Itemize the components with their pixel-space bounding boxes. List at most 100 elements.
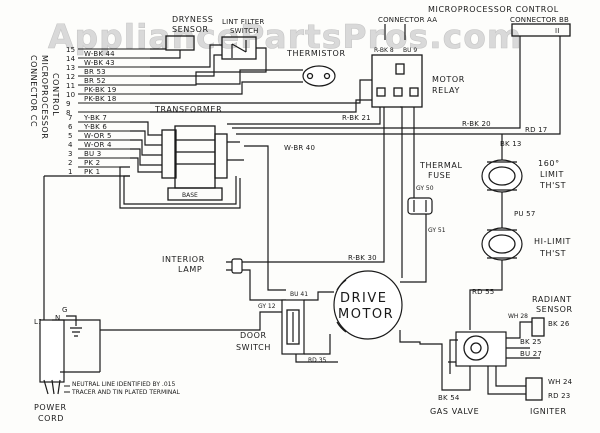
- motor-relay-label: MOTOR: [432, 75, 465, 84]
- wire-bu-27: BU 27: [520, 350, 542, 358]
- gas-valve-assembly: RADIANT SENSOR WH 28 BK 26 BK 25 BU 27 B…: [399, 295, 573, 416]
- wire-wh-24: WH 24: [548, 378, 573, 386]
- wire-pu-57: PU 57: [514, 210, 535, 218]
- connector-cc-low-pins: 7 6 5 4 3 2 1 Y-BK 7 Y-BK 6 W-OR 5 W-OR …: [68, 114, 130, 177]
- thermal-fuse: THERMAL FUSE GY 50 GY 51: [407, 107, 463, 250]
- gas-valve-label: GAS VALVE: [430, 407, 479, 416]
- wire-br-52: BR 52: [84, 77, 106, 85]
- pin-2: 2: [68, 159, 73, 167]
- watermark: AppliancePartsPros.com: [48, 17, 522, 56]
- wire-w-or-5: W-OR 5: [84, 132, 112, 140]
- igniter-label: IGNITER: [530, 407, 567, 416]
- lint-filter-switch-label: LINT FILTER: [222, 18, 265, 26]
- hi-limit-label-2: TH'ST: [539, 249, 566, 258]
- dryness-sensor-label-2: SENSOR: [172, 25, 209, 34]
- power-cord-label: POWER: [34, 403, 67, 412]
- wire-y-bk-7: Y-BK 7: [83, 114, 107, 122]
- wire-wh-28: WH 28: [508, 313, 528, 320]
- interior-lamp: INTERIOR LAMP R-BK 30: [162, 107, 385, 301]
- connector-aa-label: CONNECTOR AA: [378, 16, 437, 24]
- radiant-sensor-label: RADIANT: [532, 295, 572, 304]
- wire-r-bk-21: R-BK 21: [342, 114, 371, 122]
- wire-rd-35: RD 35: [308, 357, 327, 364]
- radiant-sensor-label-2: SENSOR: [536, 305, 573, 314]
- limit-thermostat-160: BK 13 160° LIMIT TH'ST PU 57: [481, 134, 566, 218]
- pin-6: 6: [68, 123, 73, 131]
- pin-8: 8: [66, 109, 71, 117]
- connector-cc-control: CONTROL: [51, 73, 60, 116]
- pin-13: 13: [66, 64, 75, 72]
- wire-w-bk-43: W-BK 43: [84, 59, 115, 67]
- power-cord: L1 N G NEUTRAL LINE IDENTIFIED BY .015 T…: [34, 175, 282, 423]
- wire-pk-bk-18: PK-BK 18: [84, 95, 116, 103]
- lint-filter-switch-label-2: SWITCH: [230, 27, 259, 35]
- neutral-note: NEUTRAL LINE IDENTIFIED BY .015: [72, 381, 175, 388]
- wire-w-bk-44: W-BK 44: [84, 50, 115, 58]
- neutral-note-2: TRACER AND TIN PLATED TERMINAL: [71, 389, 180, 396]
- microprocessor-control: MICROPROCESSOR CONTROL CONNECTOR AA CONN…: [378, 5, 571, 40]
- wire-bk-25: BK 25: [520, 338, 542, 346]
- motor-relay-label-2: RELAY: [432, 86, 460, 95]
- wire-w-br-40: W-BR 40: [284, 144, 315, 152]
- wire-pk-2: PK 2: [84, 159, 100, 167]
- wire-w-or-4: W-OR 4: [84, 141, 112, 149]
- wire-rd-55: RD 55: [472, 288, 494, 296]
- dryness-sensor: DRYNESS SENSOR: [150, 15, 214, 59]
- wire-gy-12: GY 12: [258, 303, 276, 310]
- drive-motor-label-2: MOTOR: [338, 307, 394, 322]
- pin-7: 7: [68, 114, 73, 122]
- relay-wire-bu-9: BU 9: [403, 47, 417, 54]
- transformer-label: TRANSFORMER: [154, 105, 222, 114]
- wire-y-bk-6: Y-BK 6: [83, 123, 107, 131]
- thermal-fuse-label-2: FUSE: [428, 171, 451, 180]
- pin-15: 15: [66, 46, 75, 54]
- interior-lamp-label-2: LAMP: [178, 265, 202, 274]
- upper-wires: R-BK 21 R-BK 20 RD 17 W-BR 40: [150, 36, 561, 291]
- pin-3: 3: [68, 150, 73, 158]
- pin-4: 4: [68, 141, 73, 149]
- door-switch-label: DOOR: [240, 331, 267, 340]
- limit-160-label-3: TH'ST: [539, 181, 566, 190]
- connector-bb-label: CONNECTOR BB: [510, 16, 569, 24]
- microprocessor-control-title: MICROPROCESSOR CONTROL: [428, 5, 559, 14]
- connector-cc-label: CONNECTOR CC MICROPROCESSOR CONTROL: [29, 55, 60, 139]
- wire-rd-23: RD 23: [548, 392, 570, 400]
- door-switch-label-2: SWITCH: [236, 343, 271, 352]
- drive-motor-label: DRIVE: [340, 291, 387, 306]
- motor-relay: R-BK 8 BU 9 MOTOR RELAY: [371, 47, 465, 108]
- connector-cc-microprocessor: MICROPROCESSOR: [40, 55, 49, 139]
- wire-bu-3: BU 3: [84, 150, 101, 158]
- wire-bk-13: BK 13: [500, 140, 522, 148]
- door-switch: GY 12 GY 12 BU 41 DOOR SWITCH RD 35: [236, 291, 338, 364]
- wire-bk-26: BK 26: [548, 320, 570, 328]
- wire-bu-41: BU 41: [290, 291, 308, 298]
- power-cord-g: G: [62, 306, 68, 314]
- wire-rd-17: RD 17: [525, 126, 547, 134]
- pin-11: 11: [66, 82, 75, 90]
- limit-160-label-2: LIMIT: [540, 170, 564, 179]
- connector-cc-text: CONNECTOR CC: [29, 55, 38, 127]
- power-cord-n: N: [55, 314, 60, 322]
- pin-5: 5: [68, 132, 73, 140]
- lint-filter-switch: LINT FILTER SWITCH: [150, 18, 267, 84]
- pin-12: 12: [66, 73, 75, 81]
- thermistor-label: THERMISTOR: [286, 49, 346, 58]
- wire-gy-50: GY 50: [416, 185, 434, 192]
- hi-limit-label: HI-LIMIT: [534, 237, 571, 246]
- limit-160-label: 160°: [538, 159, 560, 168]
- connector-bb-pin: II: [555, 27, 560, 35]
- pin-10: 10: [66, 91, 75, 99]
- pin-1: 1: [68, 168, 73, 176]
- wire-pk-1: PK 1: [84, 168, 100, 176]
- wire-pk-bk-19: PK-BK 19: [84, 86, 116, 94]
- thermal-fuse-label: THERMAL: [419, 161, 463, 170]
- pin-9: 9: [66, 100, 71, 108]
- hi-limit-thermostat: HI-LIMIT TH'ST RD 55: [469, 212, 571, 330]
- drive-motor: DRIVE MOTOR: [333, 106, 427, 340]
- interior-lamp-label: INTERIOR: [162, 255, 205, 264]
- wire-br-53: BR 53: [84, 68, 106, 76]
- relay-wire-r-bk-8: R-BK 8: [374, 47, 394, 54]
- dryness-sensor-label: DRYNESS: [172, 15, 214, 24]
- thermistor: THERMISTOR: [150, 49, 346, 95]
